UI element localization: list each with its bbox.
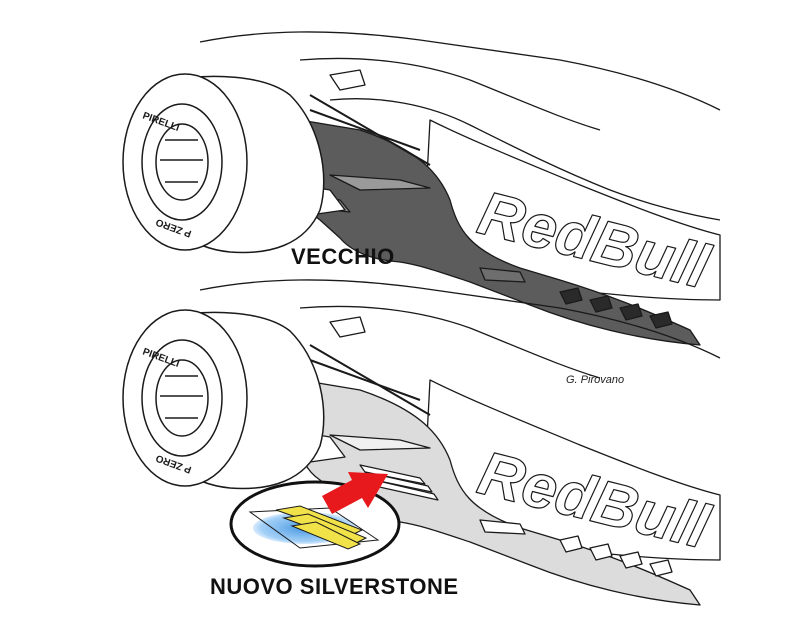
old-upper-body bbox=[299, 57, 601, 131]
new-wheel-spokes bbox=[160, 375, 203, 419]
new-wheel-hub bbox=[155, 359, 209, 437]
new-suspension-arm-2 bbox=[309, 359, 421, 401]
new-version-label: NUOVO SILVERSTONE bbox=[210, 574, 459, 599]
new-edge-wing bbox=[479, 519, 526, 535]
new-suspension-arm-1 bbox=[309, 344, 431, 416]
old-floor bbox=[299, 119, 701, 346]
old-engine-cover bbox=[199, 31, 721, 111]
old-version-label: VECCHIO bbox=[291, 244, 395, 269]
new-tyre: PIRELLI P ZERO bbox=[122, 309, 325, 490]
arrow-right-icon bbox=[322, 472, 388, 514]
old-edge-wing bbox=[479, 267, 526, 283]
new-wing-mirror bbox=[329, 316, 366, 338]
new-floor-serrations bbox=[559, 535, 673, 577]
old-suspension-arm-1 bbox=[309, 94, 431, 166]
new-engine-cover bbox=[199, 279, 721, 359]
detail-callout bbox=[229, 480, 401, 568]
new-version-drawing: RedBull bbox=[199, 279, 721, 606]
old-wheel-hub bbox=[155, 123, 209, 201]
old-floor-serrations bbox=[559, 287, 673, 329]
old-sidepod-line bbox=[329, 98, 721, 221]
illustrator-credit: G. Pirovano bbox=[566, 374, 625, 386]
old-wheel-spokes bbox=[160, 139, 203, 183]
old-version-drawing: RedBull bbox=[199, 31, 721, 346]
old-tyre: PIRELLI P ZERO bbox=[122, 73, 325, 254]
old-wing-mirror bbox=[329, 69, 366, 91]
new-upper-body bbox=[299, 305, 601, 379]
new-floor-vane bbox=[329, 434, 431, 451]
old-suspension-arm-2 bbox=[309, 109, 421, 151]
old-floor-vane bbox=[329, 174, 431, 191]
detail-yellow-slots bbox=[275, 505, 368, 550]
